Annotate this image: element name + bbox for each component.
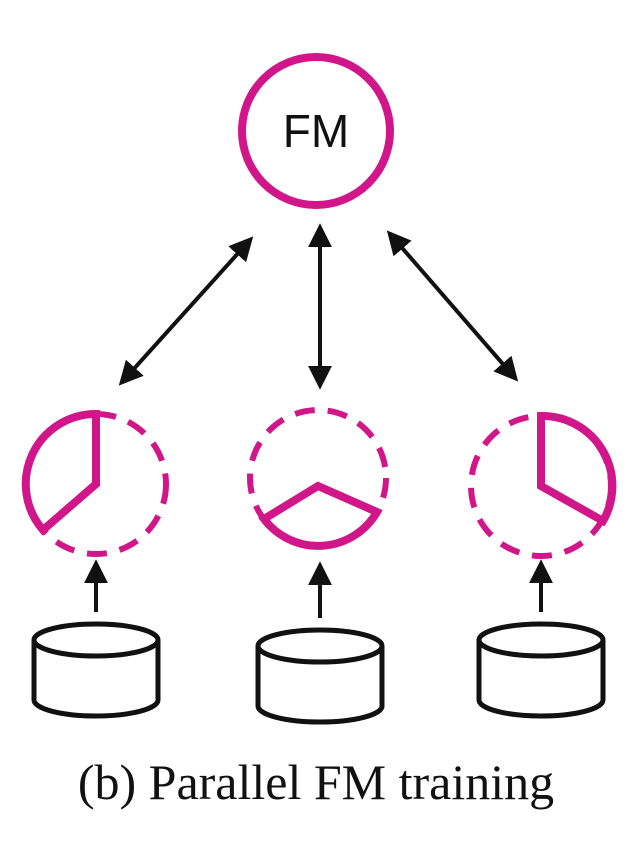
client-model-middle-active-segment: [258, 481, 383, 550]
database-icon-right: [476, 621, 606, 719]
database-right-body: [476, 640, 606, 719]
database-middle-body: [255, 646, 385, 725]
client-model-middle: [247, 407, 389, 550]
client-model-right-active-segment: [537, 411, 617, 527]
database-middle-top: [255, 627, 385, 665]
client-model-left: [21, 409, 169, 557]
arrow-fm-right: [386, 230, 519, 382]
client-model-right: [468, 411, 617, 559]
database-right-top: [476, 621, 606, 659]
arrow-fm-left: [118, 236, 254, 386]
database-left-body: [31, 640, 161, 719]
database-icon-left: [31, 621, 161, 719]
fm-node-label: FM: [283, 105, 349, 157]
database-left-top: [31, 621, 161, 659]
client-model-left-active-segment: [21, 409, 100, 536]
fm-node-circle: [238, 53, 394, 209]
figure-caption: (b) Parallel FM training: [77, 754, 555, 810]
database-icon-middle: [255, 627, 385, 725]
client-model-left-dashed-circle: [23, 411, 169, 557]
fm-node: FM: [238, 53, 394, 209]
